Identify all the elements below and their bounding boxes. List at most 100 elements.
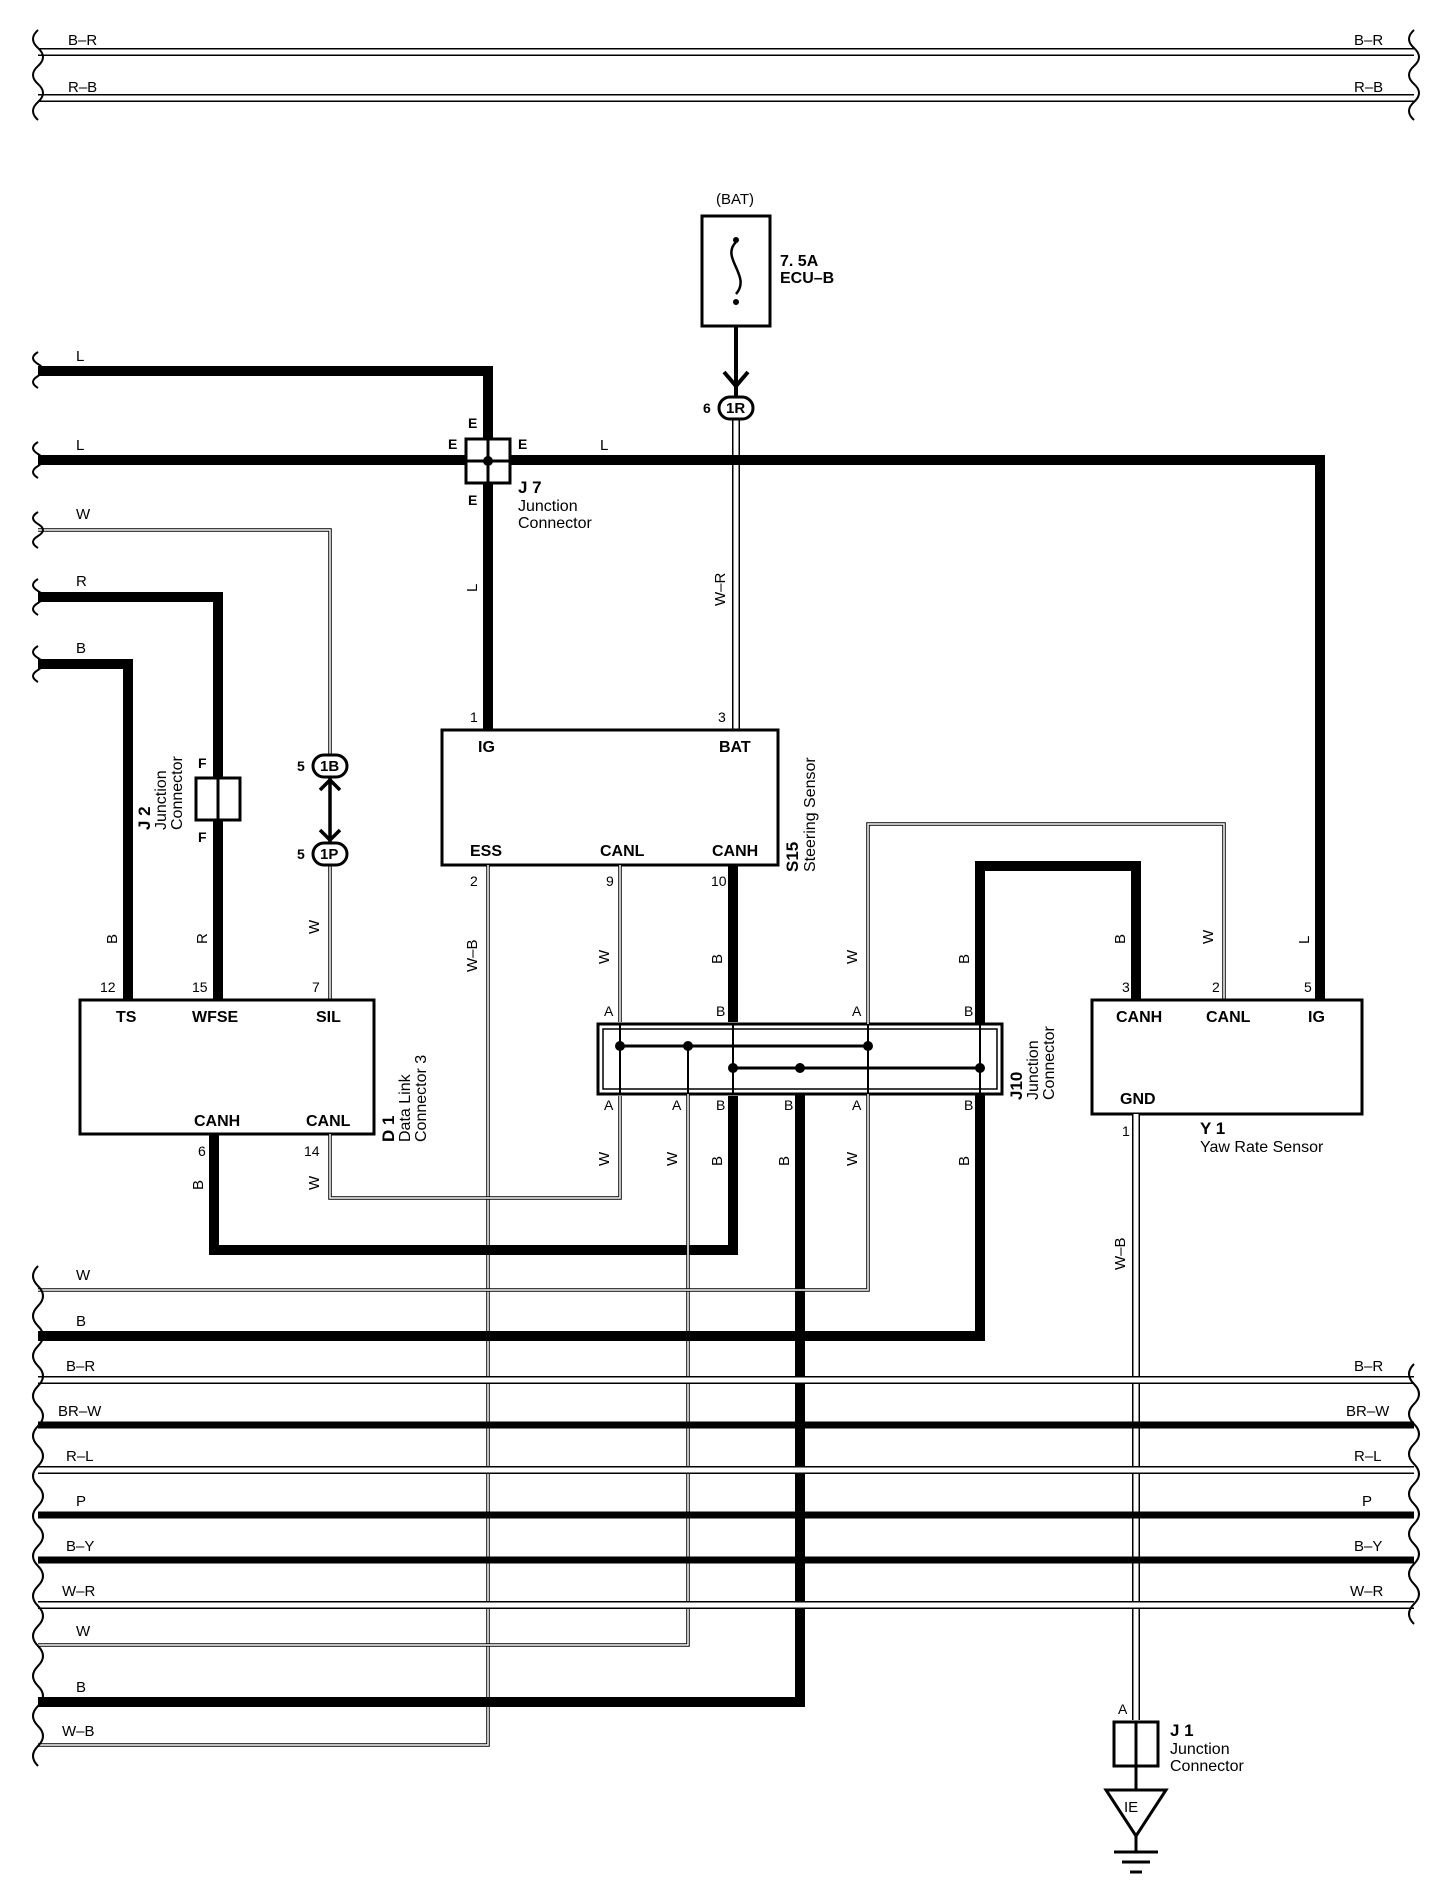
input-label-l1: L	[76, 348, 84, 365]
y1-terminal-gnd: GND	[1120, 1091, 1156, 1108]
input-label-b: B	[76, 640, 86, 657]
j1-junction-connector: A J 1 Junction Connector	[1112, 1701, 1244, 1790]
y1-terminal-canh: CANH	[1116, 1009, 1162, 1026]
j7-pin-top: E	[468, 415, 477, 431]
j2-pin-top: F	[198, 755, 207, 771]
wire-d1-canh: B	[190, 1096, 738, 1255]
y1-pin-canh: 3	[1122, 979, 1130, 995]
y1-gnd-wire-label: W–B	[1112, 1237, 1129, 1270]
wire-j10-w-top: W	[844, 822, 1226, 1024]
bat-feed-label: W–R	[712, 573, 729, 607]
d1-pin-canl: 14	[304, 1143, 320, 1159]
wire-bat-feed: W–R	[712, 326, 750, 730]
j7-desc1: Junction	[518, 498, 578, 515]
d1-terminal-canh: CANH	[194, 1113, 240, 1130]
s15-terminal-ess: ESS	[470, 843, 502, 860]
s15-canh-wire-label: B	[709, 954, 726, 964]
j10-b-top-label: B	[956, 954, 973, 964]
s15-pin-ig: 1	[470, 709, 478, 725]
bottom-right-label-by: B–Y	[1354, 1538, 1382, 1555]
bottom-label-p: P	[76, 1493, 86, 1510]
d1-terminal-ts: TS	[116, 1009, 137, 1026]
input-label-w: W	[76, 506, 91, 523]
j2-junction-connector: F F J 2 Junction Connector B R	[104, 755, 242, 944]
j10-bottom-pin-5: A	[852, 1097, 862, 1113]
j7-pin-bottom: E	[468, 492, 477, 508]
j10-bottom-pin-4: B	[784, 1097, 793, 1113]
j10-bottom-label-1: W	[596, 1151, 613, 1166]
j7-right-wire-label: L	[600, 437, 608, 454]
connector-1r-pin: 6	[703, 400, 711, 416]
j10-desc1: Junction	[1025, 1040, 1042, 1100]
j10-top-pin-3: A	[852, 1003, 862, 1019]
connector-1r-code: 1R	[726, 400, 745, 417]
d1-terminal-wfse: WFSE	[192, 1009, 239, 1026]
bottom-label-rl: R–L	[66, 1448, 94, 1465]
y1-terminal-ig: IG	[1308, 1009, 1325, 1026]
s15-canl-wire-label: W	[596, 949, 613, 964]
j7-desc2: Connector	[518, 515, 592, 532]
j10-bottom-label-3: B	[709, 1156, 726, 1166]
s15-terminal-canl: CANL	[600, 843, 645, 860]
wire-s15-canl: W	[596, 865, 622, 1022]
j7-junction-connector: E E E E J 7 Junction Connector L	[448, 415, 592, 592]
bottom-label-wr: W–R	[62, 1583, 96, 1600]
j2-wire-r-label: R	[194, 933, 211, 944]
top-bus: B–R R–B B–R R–B	[32, 29, 1420, 121]
bottom-label-brw: BR–W	[58, 1403, 102, 1420]
j2-desc2: Connector	[169, 756, 186, 830]
j10-w-top-label: W	[844, 949, 861, 964]
d1-pin-ts: 12	[100, 979, 116, 995]
s15-pin-canh: 10	[711, 873, 727, 889]
j1-id: J 1	[1170, 1721, 1194, 1740]
j7-down-label: L	[464, 584, 481, 592]
j10-bottom-label-4: B	[776, 1156, 793, 1166]
y1-pin-canl: 2	[1212, 979, 1220, 995]
j1-pin: A	[1118, 1701, 1128, 1717]
d1-desc2: Connector 3	[413, 1055, 430, 1142]
bottom-label-w2: W	[76, 1623, 91, 1640]
j2-id: J 2	[135, 806, 154, 830]
j10-top-pin-2: B	[716, 1003, 725, 1019]
s15-terminal-bat: BAT	[719, 739, 751, 756]
bottom-right-label-br: B–R	[1354, 1358, 1383, 1375]
connector-1b-1p: 1B 5 1P 5 W	[297, 753, 349, 934]
d1-desc1: Data Link	[397, 1073, 414, 1142]
s15-terminal-ig: IG	[478, 739, 495, 756]
s15-pin-bat: 3	[718, 709, 726, 725]
d1-canl-wire-label: W	[306, 1175, 323, 1190]
bottom-label-b2: B	[76, 1679, 86, 1696]
j10-bottom-pin-6: B	[964, 1097, 973, 1113]
connector-1p-pin: 5	[297, 846, 305, 862]
j2-desc1: Junction	[153, 770, 170, 830]
ess-wire-label: W–B	[464, 939, 481, 972]
bottom-label-br: B–R	[66, 1358, 95, 1375]
bottom-right-label-rl: R–L	[1354, 1448, 1382, 1465]
data-link-connector-d1: TS WFSE SIL CANH CANL 12 15 7 6 14 D 1 D…	[78, 979, 430, 1159]
j7-id: J 7	[518, 478, 542, 497]
connector-1r: 1R 6	[703, 395, 755, 421]
bottom-label-by: B–Y	[66, 1538, 94, 1555]
j10-top-pin-1: A	[604, 1003, 614, 1019]
d1-pin-wfse: 15	[192, 979, 208, 995]
j10-bottom-pin-3: B	[716, 1097, 725, 1113]
connector-1p-code: 1P	[320, 846, 338, 863]
j10-bottom-pin-2: A	[672, 1097, 682, 1113]
sil-wire-label: W	[306, 919, 323, 934]
s15-terminal-canh: CANH	[712, 843, 758, 860]
y1-pin-gnd: 1	[1122, 1123, 1130, 1139]
j10-bottom-label-6: B	[956, 1156, 973, 1166]
d1-pin-sil: 7	[312, 979, 320, 995]
y1-canl-wire-label: W	[1200, 929, 1217, 944]
wire-d1-canl: W	[306, 1096, 622, 1200]
ground-code: IE	[1124, 1799, 1138, 1816]
wire-ess: W–B	[38, 865, 490, 1747]
d1-pin-canh: 6	[198, 1143, 206, 1159]
j7-pin-right: E	[518, 436, 527, 452]
bottom-right-label-brw: BR–W	[1346, 1403, 1390, 1420]
d1-id: D 1	[379, 1116, 398, 1142]
j10-bottom-pin-1: A	[604, 1097, 614, 1113]
steering-sensor-s15: IG BAT ESS CANL CANH 1 3 2 9 10 S15 Stee…	[440, 709, 819, 889]
s15-id: S15	[783, 842, 802, 872]
wire-s15-canh: B	[709, 865, 738, 1022]
